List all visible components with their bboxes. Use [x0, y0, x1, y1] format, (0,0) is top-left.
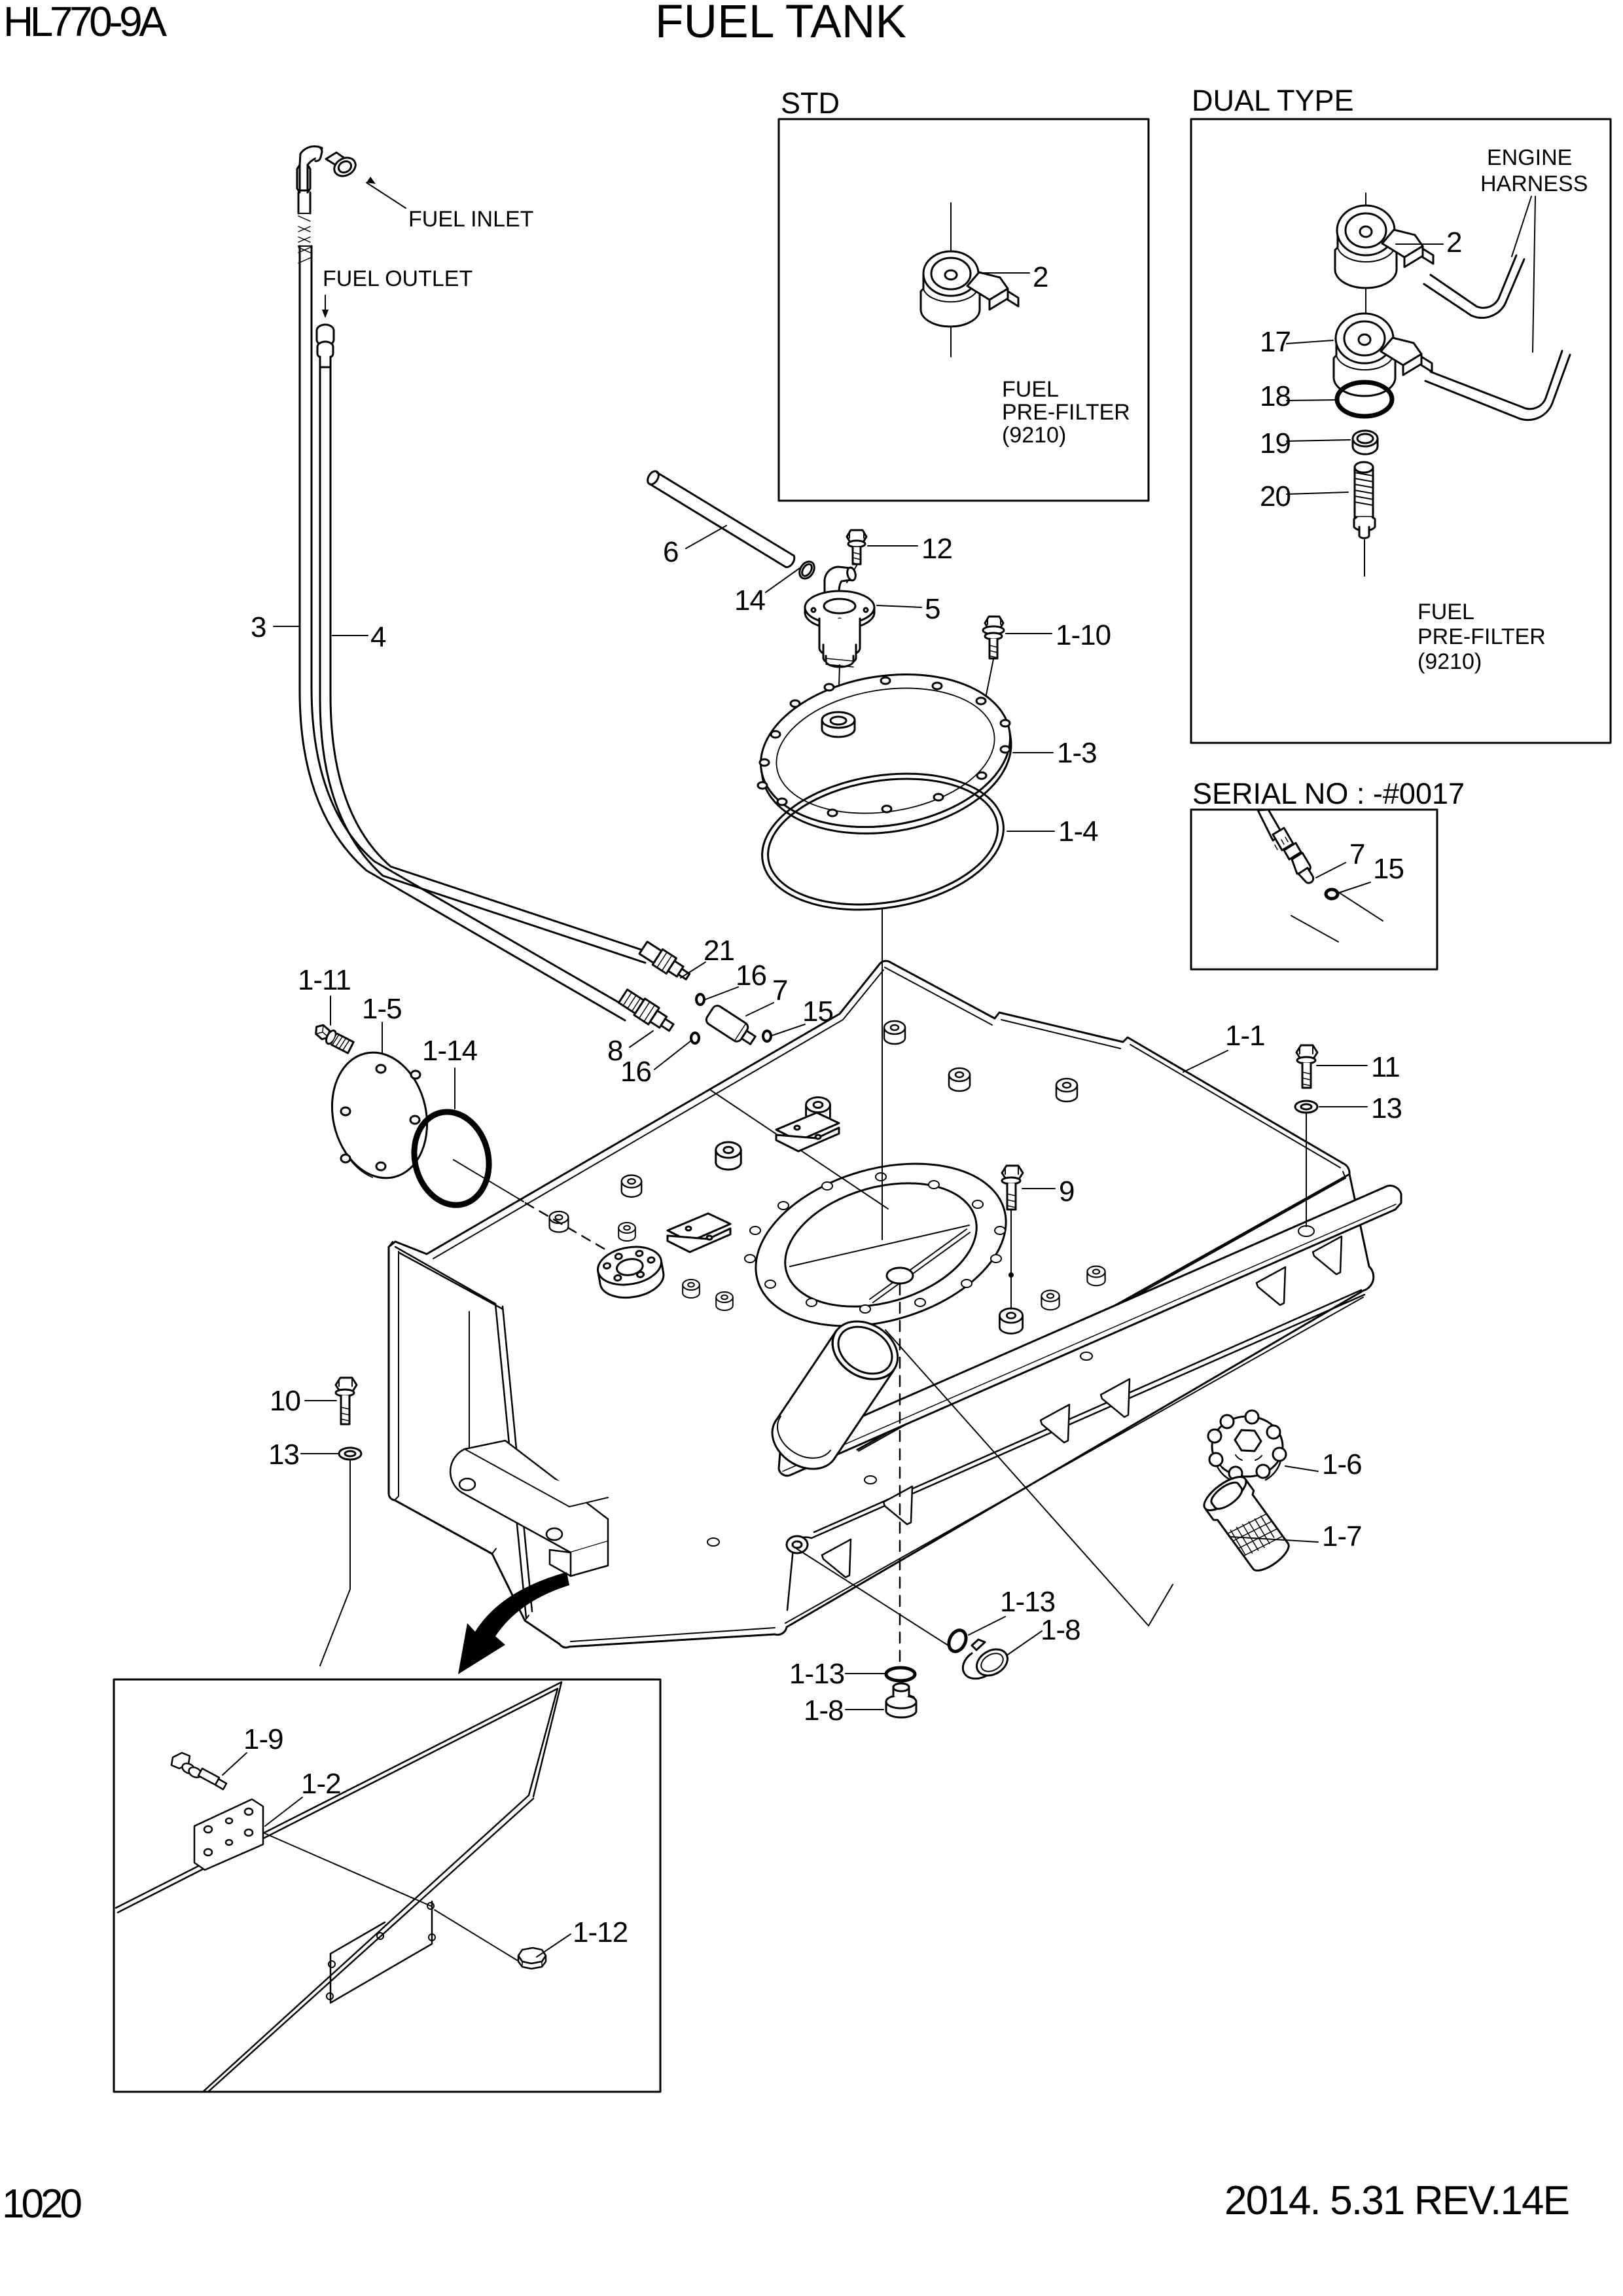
svg-text:1-13: 1-13: [789, 1658, 844, 1690]
svg-text:1-10: 1-10: [1056, 619, 1111, 651]
svg-text:17: 17: [1260, 326, 1291, 358]
svg-text:1-12: 1-12: [573, 1916, 628, 1948]
svg-text:HL770-9A: HL770-9A: [3, 0, 167, 45]
svg-text:FUEL OUTLET: FUEL OUTLET: [323, 266, 473, 291]
svg-text:7: 7: [772, 975, 787, 1007]
svg-text:10: 10: [270, 1385, 300, 1417]
svg-text:1-8: 1-8: [1041, 1614, 1080, 1646]
svg-text:20: 20: [1260, 480, 1291, 512]
svg-text:1-8: 1-8: [804, 1695, 844, 1727]
svg-text:6: 6: [663, 536, 678, 568]
svg-text:2014. 5.31 REV.14E: 2014. 5.31 REV.14E: [1224, 2178, 1570, 2223]
svg-text:13: 13: [268, 1439, 299, 1471]
svg-text:2: 2: [1033, 261, 1048, 293]
svg-text:7: 7: [1349, 838, 1364, 870]
svg-text:1-13: 1-13: [1000, 1586, 1055, 1618]
svg-text:16: 16: [620, 1056, 651, 1088]
svg-text:5: 5: [925, 593, 940, 625]
svg-text:(9210): (9210): [1002, 423, 1066, 448]
svg-text:FUEL INLET: FUEL INLET: [408, 207, 533, 232]
svg-text:19: 19: [1260, 427, 1291, 459]
svg-text:SERIAL NO : -#0017: SERIAL NO : -#0017: [1192, 777, 1465, 810]
svg-text:1-2: 1-2: [301, 1768, 341, 1800]
svg-text:PRE-FILTER: PRE-FILTER: [1418, 624, 1546, 649]
svg-text:8: 8: [607, 1035, 622, 1067]
svg-text:21: 21: [704, 935, 734, 967]
svg-text:1-4: 1-4: [1058, 816, 1098, 848]
svg-text:15: 15: [1373, 853, 1404, 885]
svg-text:1-7: 1-7: [1322, 1520, 1362, 1552]
svg-text:3: 3: [251, 611, 266, 643]
svg-text:FUEL: FUEL: [1002, 377, 1059, 402]
svg-text:1-9: 1-9: [243, 1723, 283, 1755]
svg-text:ENGINE: ENGINE: [1487, 145, 1572, 170]
svg-text:1020: 1020: [2, 2181, 82, 2227]
svg-text:11: 11: [1371, 1051, 1400, 1083]
svg-text:STD: STD: [781, 86, 840, 120]
svg-text:1-3: 1-3: [1057, 737, 1097, 769]
svg-text:DUAL TYPE: DUAL TYPE: [1192, 84, 1354, 117]
svg-text:4: 4: [370, 621, 386, 653]
svg-text:(9210): (9210): [1418, 649, 1482, 674]
svg-text:1-14: 1-14: [422, 1035, 478, 1067]
svg-text:2: 2: [1446, 226, 1461, 259]
svg-text:FUEL TANK: FUEL TANK: [655, 0, 906, 48]
svg-text:9: 9: [1059, 1175, 1074, 1208]
svg-text:16: 16: [736, 960, 766, 992]
svg-text:15: 15: [802, 996, 833, 1028]
svg-text:14: 14: [734, 584, 765, 617]
svg-text:FUEL: FUEL: [1418, 600, 1474, 624]
svg-text:13: 13: [1371, 1092, 1402, 1124]
svg-text:12: 12: [921, 533, 952, 565]
svg-text:HARNESS: HARNESS: [1480, 171, 1588, 196]
svg-text:PRE-FILTER: PRE-FILTER: [1002, 400, 1130, 425]
svg-text:18: 18: [1260, 380, 1291, 412]
svg-text:1-5: 1-5: [362, 993, 402, 1025]
svg-text:1-6: 1-6: [1322, 1448, 1362, 1480]
svg-text:1-1: 1-1: [1225, 1020, 1265, 1052]
svg-text:1-11: 1-11: [298, 964, 351, 996]
